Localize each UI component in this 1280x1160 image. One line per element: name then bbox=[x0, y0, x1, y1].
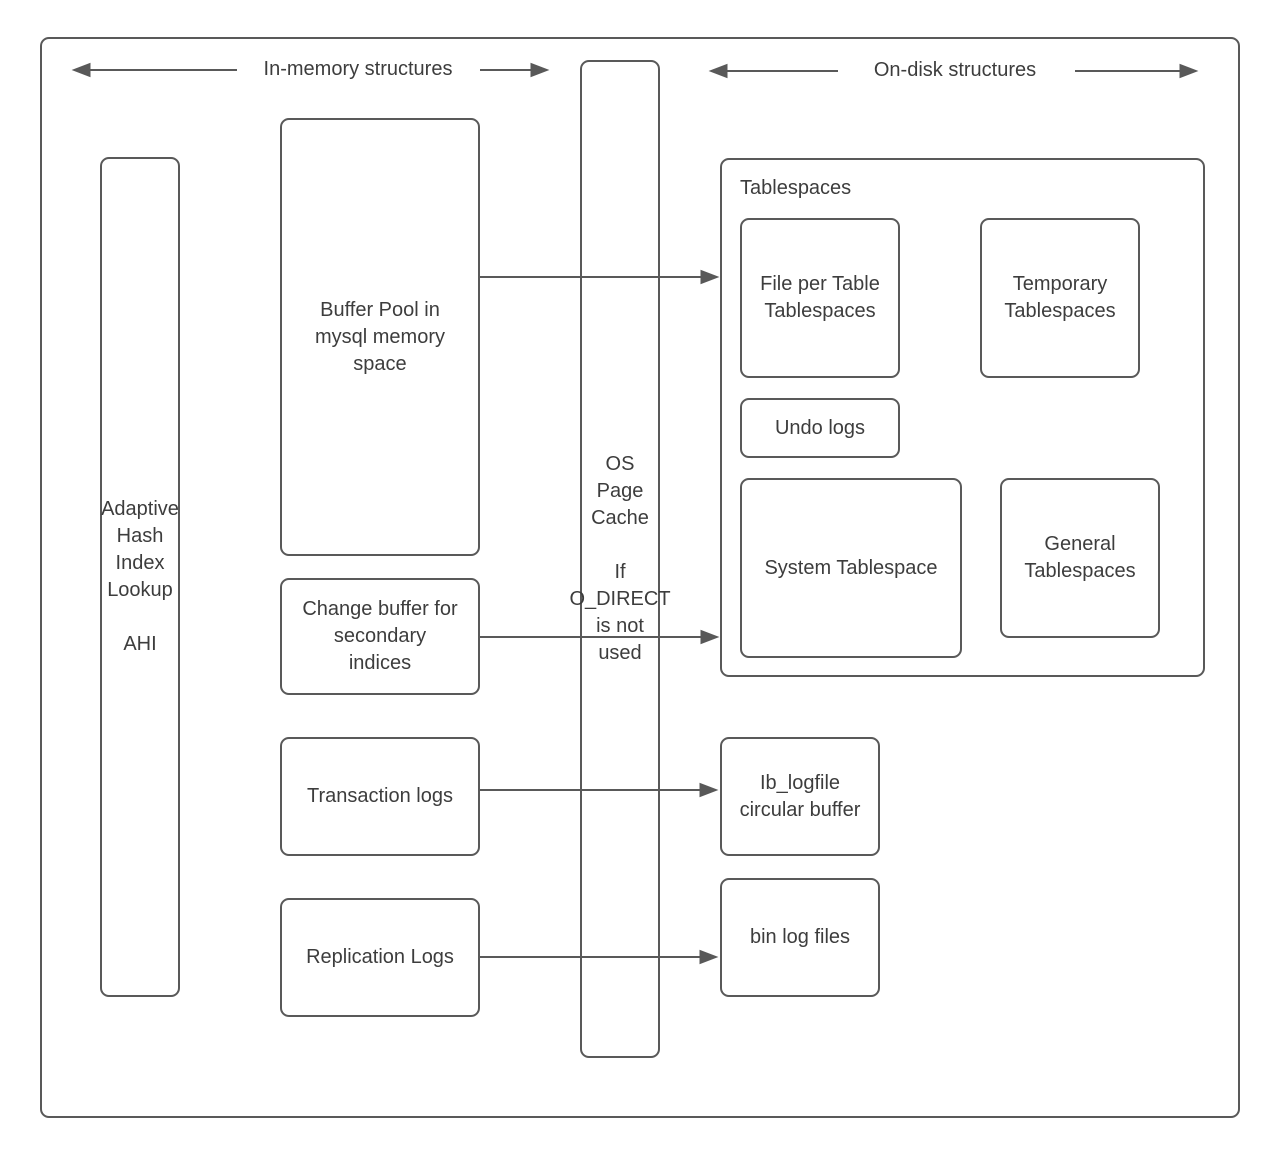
os-page-cache-label: OS Page Cache If O_DIRECT is not used bbox=[569, 453, 671, 664]
in-memory-structures-label: In-memory structures bbox=[238, 57, 478, 81]
tablespaces-title: Tablespaces bbox=[740, 177, 852, 199]
adaptive-hash-index-label: Adaptive Hash Index Lookup AHI bbox=[101, 498, 179, 655]
undo-logs-label: Undo logs bbox=[774, 416, 866, 439]
bin-log-files-box: bin log files bbox=[720, 878, 880, 997]
change-buffer-label: Change buffer for secondary indices bbox=[302, 598, 458, 674]
temporary-tablespaces-label: Temporary Tablespaces bbox=[1004, 273, 1116, 322]
temporary-tablespaces-box: Temporary Tablespaces bbox=[980, 218, 1140, 378]
general-tablespaces-label: General Tablespaces bbox=[1024, 533, 1136, 582]
general-tablespaces-box: General Tablespaces bbox=[1000, 478, 1160, 638]
system-tablespace-box: System Tablespace bbox=[740, 478, 962, 658]
bin-log-files-label: bin log files bbox=[749, 926, 851, 948]
os-page-cache-box: OS Page Cache If O_DIRECT is not used bbox=[569, 60, 671, 1058]
on-disk-structures-label: On-disk structures bbox=[835, 58, 1075, 82]
undo-logs-box: Undo logs bbox=[740, 398, 900, 458]
on-disk-structures-text: On-disk structures bbox=[873, 59, 1037, 81]
file-per-table-tablespaces-box: File per Table Tablespaces bbox=[740, 218, 900, 378]
replication-logs-box: Replication Logs bbox=[280, 898, 480, 1017]
file-per-table-tablespaces-label: File per Table Tablespaces bbox=[760, 273, 880, 322]
ib-logfile-box: Ib_logfile circular buffer bbox=[720, 737, 880, 856]
buffer-pool-label: Buffer Pool in mysql memory space bbox=[314, 298, 445, 375]
replication-logs-label: Replication Logs bbox=[306, 946, 454, 968]
buffer-pool-box: Buffer Pool in mysql memory space bbox=[280, 118, 480, 556]
in-memory-structures-text: In-memory structures bbox=[263, 58, 453, 80]
change-buffer-box: Change buffer for secondary indices bbox=[280, 578, 480, 695]
transaction-logs-box: Transaction logs bbox=[280, 737, 480, 856]
transaction-logs-label: Transaction logs bbox=[307, 785, 453, 807]
system-tablespace-label: System Tablespace bbox=[764, 556, 938, 579]
adaptive-hash-index-box: Adaptive Hash Index Lookup AHI bbox=[100, 157, 180, 997]
ib-logfile-label: Ib_logfile circular buffer bbox=[739, 771, 861, 821]
